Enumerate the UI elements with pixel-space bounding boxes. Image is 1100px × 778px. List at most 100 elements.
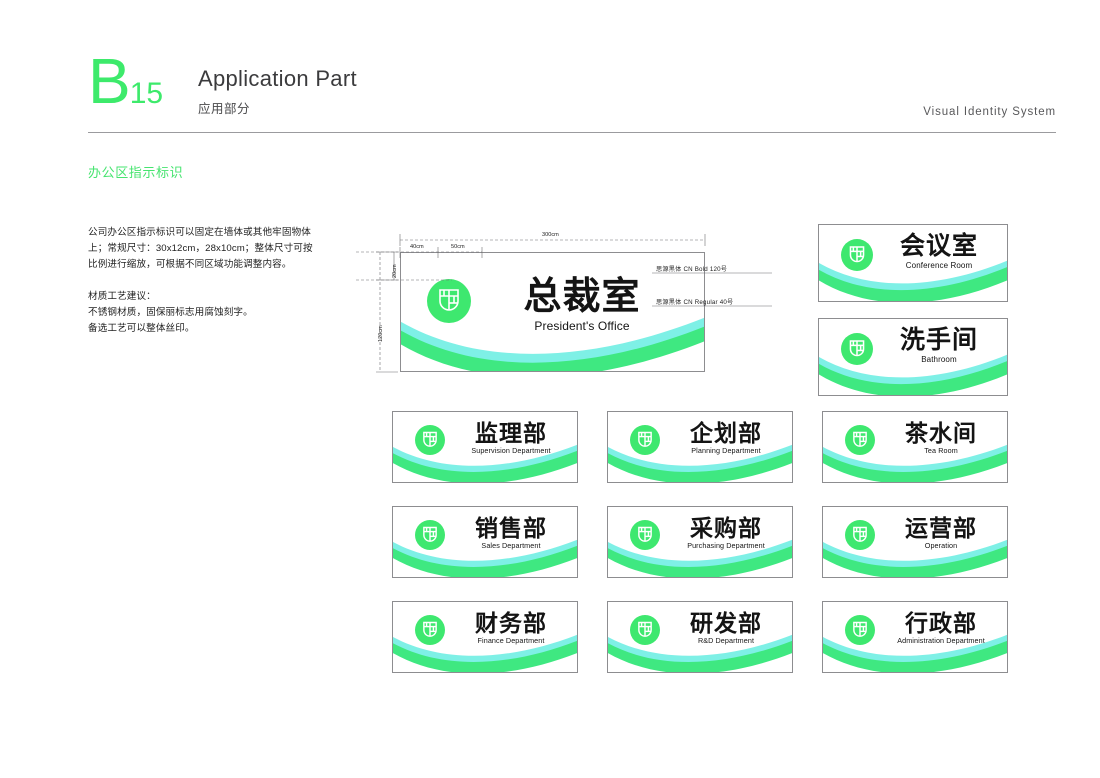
sign-title-cn: 茶水间 [905,420,977,446]
sign-title-cn: 采购部 [690,515,762,541]
callout-cn-font: 思源黑体 CN Bold 120号 [656,266,728,273]
sign-title-en: Finance Department [477,636,545,646]
dim-total-width: 300cm [540,232,561,238]
wave-graphic [608,539,792,577]
sign-title-cn: 洗手间 [899,326,978,354]
wave-graphic [819,260,1007,301]
brand-logo [845,425,875,455]
page-title-en: Application Part [198,66,357,91]
brand-logo-mark [849,246,865,263]
brand-logo-mark [853,526,867,542]
description-paragraph-1: 公司办公区指示标识可以固定在墙体或其他牢固物体上；常规尺寸：30x12cm，28… [88,227,313,270]
wave-graphic [819,354,1007,395]
brand-logo [845,520,875,550]
sign-title-en: Bathroom [921,354,957,364]
brand-logo [415,520,445,550]
section-code: B 15 [88,45,164,117]
sign-title-en: Operation [924,541,958,551]
dim-segment-2: 50cm [449,244,467,250]
brand-logo [630,425,660,455]
section-number: 15 [129,77,164,110]
brand-logo [630,615,660,645]
sign-title-cn: 财务部 [475,610,547,636]
description-paragraph-2: 材质工艺建议： 不锈钢材质，固保丽标志用腐蚀刻字。 备选工艺可以整体丝印。 [88,289,320,337]
header-titles: Application Part 应用部分 [198,66,357,117]
brand-logo [630,520,660,550]
sign-title-cn: 运营部 [905,515,977,541]
wave-graphic [393,444,577,482]
wave-graphic [823,444,1007,482]
wave-graphic [608,444,792,482]
wave-graphic [401,317,704,371]
brand-logo-mark [638,431,652,447]
spec-title-cn: 总裁室 [523,276,641,318]
brand-logo-mark [638,526,652,542]
wave-graphic [393,539,577,577]
brand-logo [415,615,445,645]
page-header: B 15 Application Part 应用部分 Visual Identi… [88,45,1056,140]
dimension-annotations: 300cm 40cm 50cm 20cm 120cm 思源黑体 CN Bold … [352,228,772,378]
sign-title-en: R&D Department [697,636,755,646]
material-note-line-1: 不锈钢材质，固保丽标志用腐蚀刻字。 [88,307,253,318]
wave-graphic [393,634,577,672]
callout-en-font: 思源黑体 CN Regular 40号 [656,299,734,306]
brand-logo-mark [853,431,867,447]
brand-logo [415,425,445,455]
material-note-line-2: 备选工艺可以整体丝印。 [88,323,195,334]
sign-title-cn: 监理部 [475,420,547,446]
wave-graphic [608,634,792,672]
sign-title-cn: 研发部 [690,610,762,636]
brand-logo-mark [439,289,459,311]
sign-title-en: Purchasing Department [687,541,765,551]
spec-text-block: 总裁室 President's Office [487,277,677,334]
dim-segment-1: 40cm [408,244,426,250]
sign-title-cn: 行政部 [905,610,977,636]
sign-title-en: Sales Department [481,541,541,551]
page-title-cn: 应用部分 [198,102,251,116]
brand-logo [845,615,875,645]
brand-logo [841,333,873,365]
sign-title-cn: 企划部 [690,420,762,446]
brand-logo-mark [423,621,437,637]
wave-graphic [823,539,1007,577]
material-note-title: 材质工艺建议： [88,291,156,302]
brand-logo [841,239,873,271]
spec-title-en: President's Office [534,319,630,333]
brand-logo-mark [849,340,865,357]
section-heading: 办公区指示标识 [88,165,184,180]
sign-title-en: Planning Department [691,446,761,456]
wave-graphic [823,634,1007,672]
description-column: 办公区指示标识 公司办公区指示标识可以固定在墙体或其他牢固物体上；常规尺寸：30… [88,162,320,337]
sign-title-cn: 销售部 [475,515,547,541]
section-letter: B [88,45,131,117]
sign-title-en: Conference Room [905,260,973,270]
sign-title-en: Tea Room [924,446,958,456]
sign-title-en: Administration Department [897,636,985,646]
sign-title-en: Supervision Department [471,446,551,456]
dimension-lines [356,234,772,373]
brand-logo-mark [423,431,437,447]
brand-logo-mark [853,621,867,637]
brand-logo-mark [638,621,652,637]
